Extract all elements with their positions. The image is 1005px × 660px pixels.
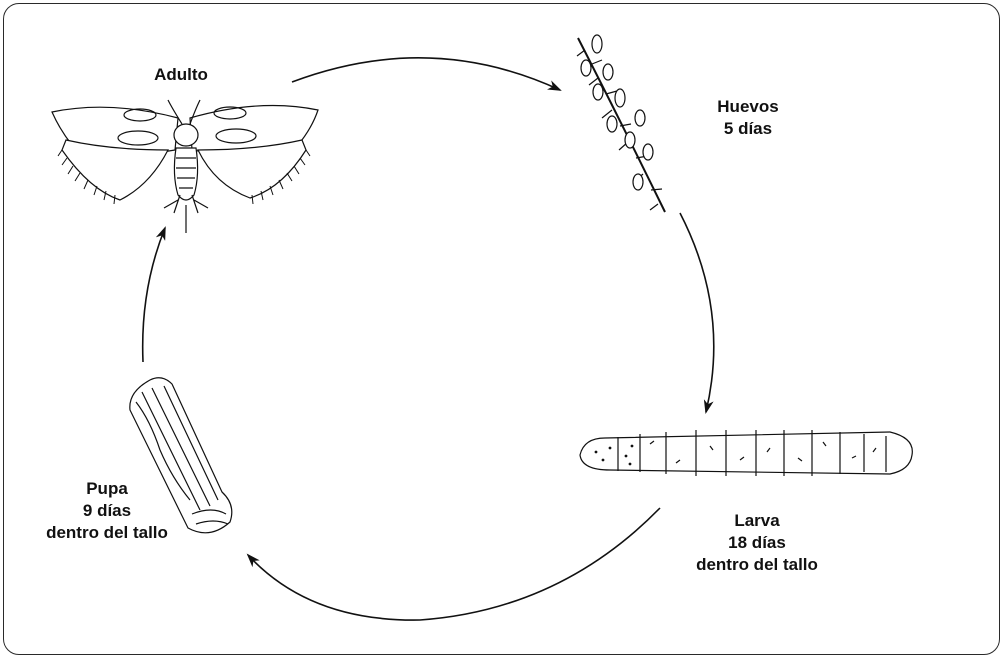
- arrow-eggs-to-larva: [680, 213, 714, 412]
- larva-location: dentro del tallo: [672, 554, 842, 576]
- label-adult: Adulto: [126, 64, 236, 86]
- arrow-pupa-to-adult: [143, 228, 165, 362]
- pupa-name: Pupa: [22, 478, 192, 500]
- pupa-location: dentro del tallo: [22, 522, 192, 544]
- arrow-adult-to-eggs: [292, 58, 560, 90]
- larva-name: Larva: [672, 510, 842, 532]
- label-larva: Larva 18 días dentro del tallo: [672, 510, 842, 576]
- larva-illustration: [580, 430, 912, 476]
- eggs-duration: 5 días: [688, 118, 808, 140]
- pupa-duration: 9 días: [22, 500, 192, 522]
- label-pupa: Pupa 9 días dentro del tallo: [22, 478, 192, 544]
- arrow-larva-to-pupa: [248, 508, 660, 620]
- eggs-illustration: [577, 35, 665, 212]
- adult-moth-illustration: [52, 100, 318, 233]
- eggs-name: Huevos: [688, 96, 808, 118]
- adult-name: Adulto: [126, 64, 236, 86]
- label-eggs: Huevos 5 días: [688, 96, 808, 140]
- larva-duration: 18 días: [672, 532, 842, 554]
